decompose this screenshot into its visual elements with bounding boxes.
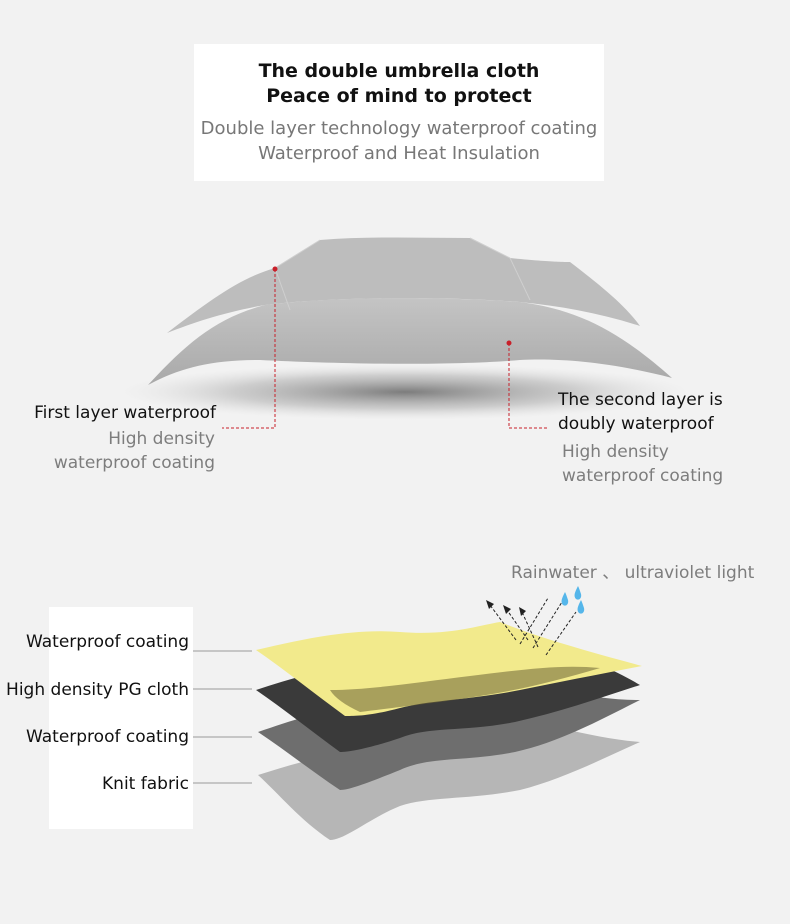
- second-layer-title-line2: doubly waterproof: [558, 414, 714, 434]
- layer-label-card: [49, 607, 193, 829]
- first-layer-desc-line2: waterproof coating: [53, 453, 215, 473]
- umbrella-shadow: [120, 364, 690, 420]
- first-layer-title: First layer waterproof: [34, 403, 216, 423]
- layer-label-knit-fabric: Knit fabric: [102, 774, 189, 794]
- layer-label-pg-cloth: High density PG cloth: [6, 680, 189, 700]
- marker-first-layer: [222, 266, 278, 429]
- header-title-line2: Peace of mind to protect: [266, 85, 532, 107]
- umbrella-canopy-upper: [167, 237, 640, 333]
- layer-stack: [193, 622, 642, 840]
- marker-second-layer: [506, 340, 549, 429]
- header-card: The double umbrella cloth Peace of mind …: [194, 44, 604, 181]
- arrow-heads: [486, 600, 526, 616]
- first-layer-desc-line1: High density: [108, 429, 215, 449]
- header-subtitle-line1: Double layer technology waterproof coati…: [200, 118, 598, 139]
- umbrella-canopy-lower: [148, 298, 672, 385]
- second-layer-desc-line1: High density: [562, 442, 669, 462]
- layer-label-waterproof-coating-bottom: Waterproof coating: [26, 727, 189, 747]
- header-subtitle-line2: Waterproof and Heat Insulation: [258, 143, 540, 164]
- header-title-line1: The double umbrella cloth: [258, 60, 540, 82]
- rain-uv-arrows: [489, 597, 577, 656]
- second-layer-title-line1: The second layer is: [558, 390, 723, 410]
- rain-drop-icons: [561, 586, 585, 614]
- second-layer-desc-line2: waterproof coating: [562, 466, 724, 486]
- rain-uv-label: Rainwater 、 ultraviolet light: [511, 563, 755, 583]
- layer-label-waterproof-coating-top: Waterproof coating: [26, 632, 189, 652]
